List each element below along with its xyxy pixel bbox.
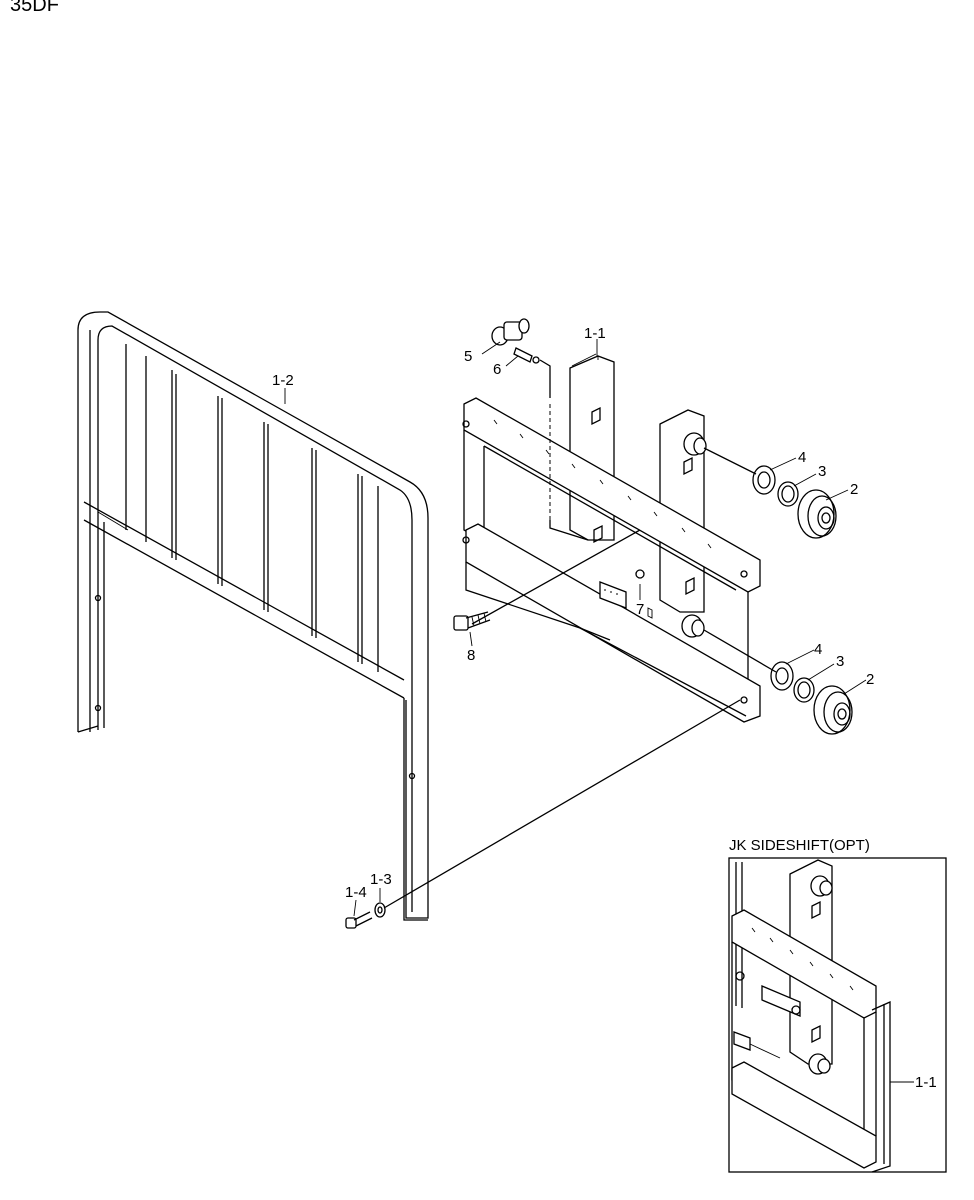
- washer-4-upper: [752, 465, 776, 495]
- shim-3-upper: [777, 481, 799, 507]
- callout-4-upper: 4: [798, 449, 806, 466]
- roller-2-lower: [813, 685, 853, 735]
- callout-4-lower: 4: [814, 641, 822, 658]
- callout-6: 6: [493, 361, 501, 378]
- callout-1-2: 1-2: [272, 372, 294, 389]
- callout-2-lower: 2: [866, 671, 874, 688]
- fork-carriage: [462, 353, 761, 723]
- callout-5: 5: [464, 348, 472, 365]
- callout-leaders: [284, 339, 867, 917]
- roller-2-upper: [797, 489, 837, 539]
- inset-title: JK SIDESHIFT(OPT): [729, 837, 870, 854]
- bolt-1-4: [345, 911, 373, 929]
- knob-part-5: [491, 318, 530, 346]
- bolt-part-8: [453, 611, 491, 631]
- washer-4-lower: [770, 661, 794, 691]
- shim-3-lower: [793, 677, 815, 703]
- pin-part-6: [513, 347, 540, 364]
- inset-panel: JK SIDESHIFT(OPT): [728, 837, 947, 1173]
- model-code: 35DF: [10, 0, 59, 16]
- callout-3-lower: 3: [836, 653, 844, 670]
- callout-3-upper: 3: [818, 463, 826, 480]
- callout-1-3: 1-3: [370, 871, 392, 888]
- callout-8: 8: [467, 647, 475, 664]
- callout-1-1: 1-1: [584, 325, 606, 342]
- washer-1-3: [374, 902, 386, 918]
- callout-2-upper: 2: [850, 481, 858, 498]
- load-backrest: [77, 311, 429, 921]
- inset-callout-1-1: 1-1: [915, 1074, 937, 1091]
- callout-7: 7: [636, 601, 644, 618]
- assembly-lines: [383, 359, 777, 909]
- callout-1-4: 1-4: [345, 884, 367, 901]
